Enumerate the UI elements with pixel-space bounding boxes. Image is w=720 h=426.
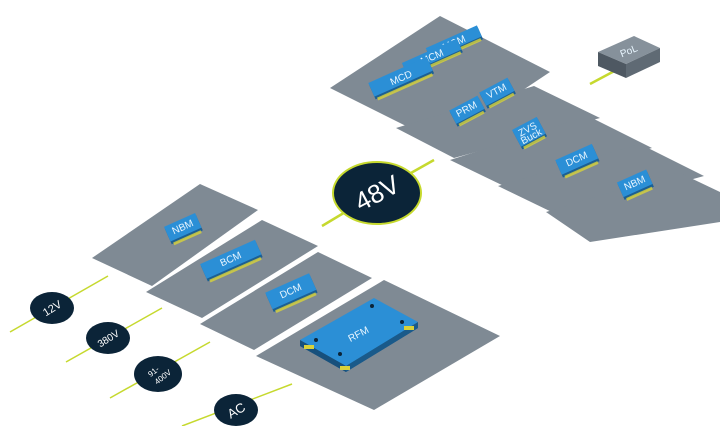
chip-nbm-lower: NBM <box>163 213 203 246</box>
input-ac: AC <box>181 383 293 426</box>
upper-panel-3: ZVSBuck <box>450 116 652 188</box>
hub-48v: 48V <box>321 158 435 228</box>
upper-panel-5: NBM <box>546 169 720 242</box>
lower-panel-1: NBM <box>92 184 258 286</box>
pol-block: PoL <box>589 36 660 86</box>
upper-panel-2: PRM VTM <box>396 77 600 158</box>
chip-prm: PRM <box>449 95 486 127</box>
chip-dcm-upper: DCM <box>555 143 600 179</box>
input-260-400v: 91- 400V <box>109 341 211 399</box>
chip-vtm: VTM <box>479 77 516 109</box>
input-12v: 12V <box>9 275 109 333</box>
lower-panel-2: BCM <box>146 220 318 318</box>
chip-nbm-upper: NBM <box>616 169 654 201</box>
chip-dcm-lower: DCM <box>265 273 318 313</box>
lower-panel-3: DCM <box>200 252 372 350</box>
upper-panel-4: DCM <box>498 143 704 216</box>
chip-mcd: MCD <box>368 56 435 101</box>
chip-bcm: BCM <box>200 239 263 283</box>
input-380v: 380V <box>65 307 163 363</box>
upper-panel-1: MCM MCM MCD <box>330 16 550 144</box>
lower-panel-4: RFM <box>256 280 500 410</box>
chip-rfm: RFM <box>300 298 418 372</box>
